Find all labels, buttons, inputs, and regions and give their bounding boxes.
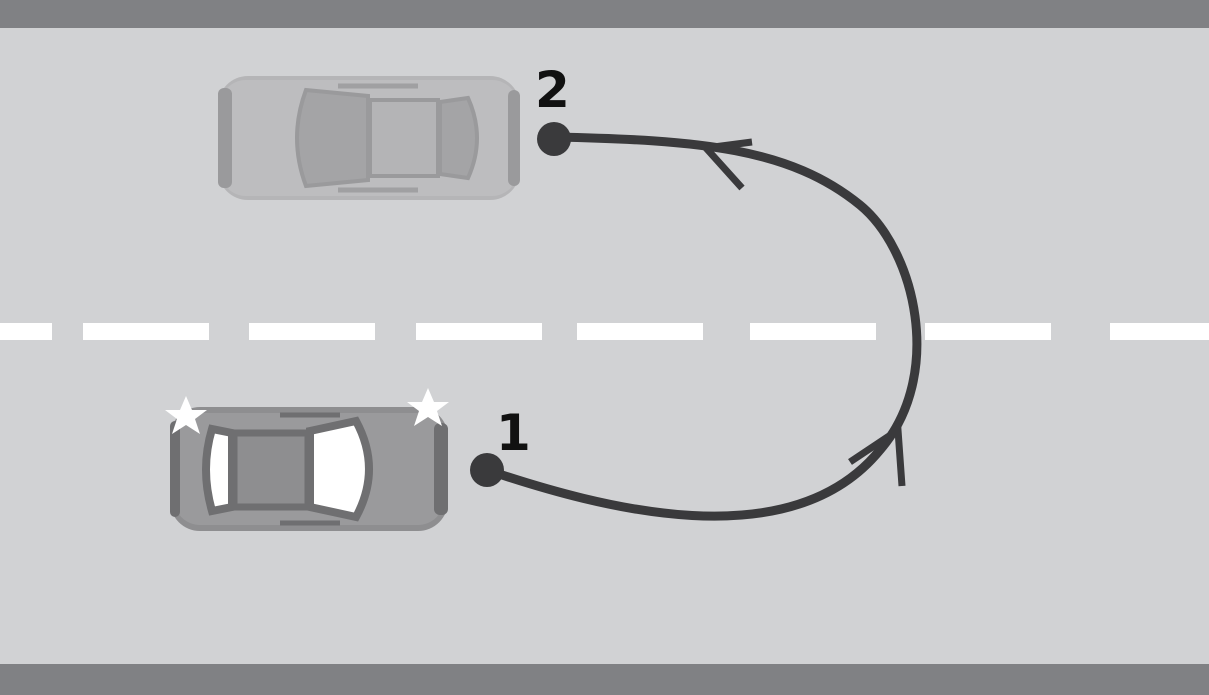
center-lane-divider — [0, 323, 1209, 340]
car-position-1 — [170, 407, 448, 531]
end-point-dot — [537, 122, 571, 156]
end-position-label: 2 — [535, 61, 570, 119]
car-position-2 — [218, 76, 520, 200]
start-position-label: 1 — [496, 404, 531, 462]
top-curb — [0, 0, 1209, 28]
bottom-curb — [0, 664, 1209, 695]
